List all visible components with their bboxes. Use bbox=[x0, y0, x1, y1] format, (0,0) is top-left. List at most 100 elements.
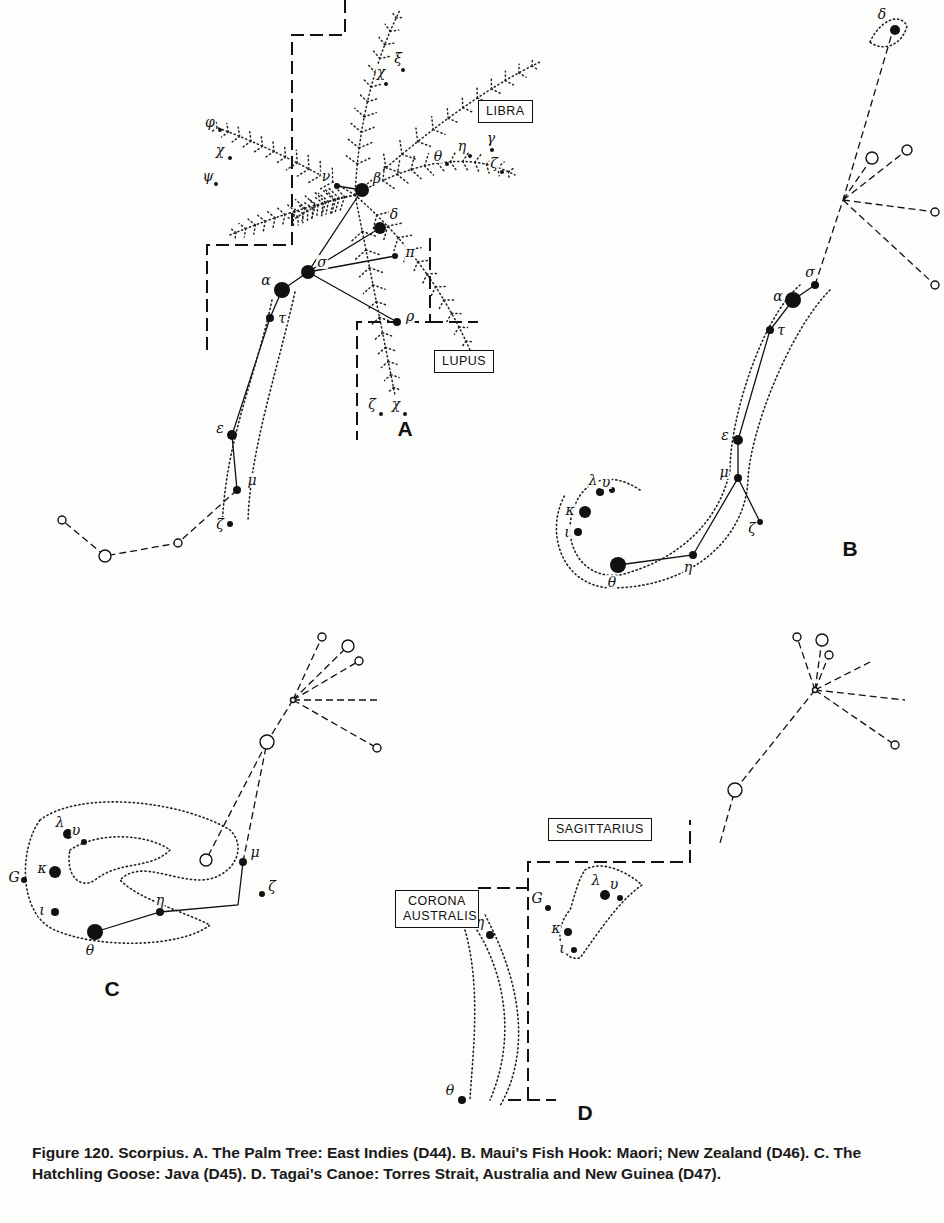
frond-leaf bbox=[351, 231, 376, 241]
star-dot bbox=[600, 890, 610, 900]
star-dot bbox=[785, 292, 801, 308]
star-dot bbox=[579, 506, 591, 518]
star-label: δ bbox=[877, 7, 887, 21]
frond-rib bbox=[290, 195, 355, 222]
frond-leaf bbox=[363, 79, 382, 87]
star-dot bbox=[689, 551, 697, 559]
panel-letter: B bbox=[841, 538, 858, 559]
star-label: σ bbox=[804, 265, 816, 279]
star-dot bbox=[227, 430, 237, 440]
star-label: χ bbox=[376, 65, 386, 79]
frond-leaf bbox=[519, 64, 526, 77]
star-dot bbox=[374, 222, 386, 234]
frond-leaf bbox=[411, 156, 421, 178]
panel-letter: D bbox=[576, 1102, 593, 1123]
frond-rib bbox=[355, 195, 395, 395]
star-label: ε bbox=[720, 428, 730, 442]
chart-stroke bbox=[232, 186, 397, 490]
chart-stroke bbox=[815, 30, 935, 285]
constellation-name: SAGITTARIUS bbox=[556, 822, 644, 837]
star-label: η bbox=[457, 139, 467, 153]
star-label: υ bbox=[71, 823, 82, 837]
star-dot bbox=[301, 265, 315, 279]
star-label: π bbox=[404, 245, 415, 259]
star-label: θ bbox=[433, 149, 443, 163]
figure-caption: Figure 120. Scorpius. A. The Palm Tree: … bbox=[32, 1142, 917, 1185]
frond-leaf bbox=[532, 58, 539, 70]
star-label: μ bbox=[718, 465, 729, 479]
chart-stroke bbox=[870, 19, 907, 47]
frond-leaf bbox=[397, 160, 408, 183]
star-label: ι bbox=[38, 903, 46, 917]
frond-rib bbox=[210, 125, 355, 195]
star-dot bbox=[21, 25, 900, 1104]
star-label: υ bbox=[609, 877, 620, 891]
frond-leaf bbox=[378, 347, 395, 354]
star-label: ε bbox=[215, 421, 225, 435]
chart-stroke bbox=[556, 290, 830, 588]
star-dot bbox=[766, 326, 774, 334]
frond-leaf bbox=[508, 167, 514, 179]
star-dot bbox=[49, 866, 61, 878]
frond-leaf bbox=[359, 93, 379, 101]
star-label: λ bbox=[591, 873, 602, 887]
star-dot bbox=[87, 924, 103, 940]
frond-leaf bbox=[462, 341, 474, 347]
chart-stroke bbox=[357, 238, 478, 440]
frond-leaf bbox=[222, 123, 229, 137]
frond-leaf bbox=[383, 166, 395, 189]
frond-leaf bbox=[413, 260, 430, 273]
star-dot bbox=[218, 128, 222, 132]
frond-leaf bbox=[463, 152, 469, 170]
frond-leaf bbox=[491, 79, 500, 94]
star-label: τ bbox=[776, 323, 786, 337]
star-dot bbox=[393, 318, 401, 326]
chart-stroke bbox=[318, 633, 326, 641]
chart-stroke bbox=[95, 862, 243, 932]
frond-leaf bbox=[439, 300, 454, 309]
chart-stroke bbox=[62, 490, 237, 556]
star-label: μ bbox=[246, 473, 257, 487]
star-label: χ bbox=[391, 397, 401, 411]
frond-leaf bbox=[381, 361, 397, 367]
star-label: ι bbox=[563, 525, 571, 539]
star-label: ζ bbox=[367, 397, 377, 411]
chart-stroke bbox=[342, 640, 354, 652]
frond-leaf bbox=[422, 273, 438, 284]
chart-stroke bbox=[931, 281, 939, 289]
star-dot bbox=[811, 281, 819, 289]
frond-leaf bbox=[385, 375, 399, 381]
star-dot bbox=[227, 521, 233, 527]
chart-stroke bbox=[465, 915, 519, 1106]
chart-stroke bbox=[58, 516, 66, 524]
chart-stroke bbox=[200, 854, 212, 866]
star-dot bbox=[259, 891, 265, 897]
frond-leaf bbox=[505, 71, 513, 85]
star-label: φ bbox=[204, 115, 216, 129]
star-label: ι bbox=[558, 941, 566, 955]
star-label: α bbox=[260, 273, 271, 287]
chart-stroke bbox=[25, 802, 238, 943]
constellation-name: CORONA AUSTRALIS bbox=[403, 894, 471, 924]
frond-rib bbox=[355, 195, 470, 350]
dashed-asterism bbox=[62, 30, 935, 862]
frond-leaf bbox=[416, 128, 430, 146]
star-label: ζ bbox=[747, 521, 757, 535]
frond-leaf bbox=[400, 140, 416, 159]
star-dot bbox=[733, 435, 743, 445]
star-dot bbox=[445, 162, 449, 166]
frond-leaf bbox=[308, 161, 320, 182]
frond-leaf bbox=[297, 156, 309, 177]
star-dot bbox=[214, 182, 218, 186]
star-dot bbox=[384, 82, 388, 86]
chart-stroke bbox=[560, 866, 642, 958]
star-lines bbox=[95, 186, 815, 932]
star-label: θ bbox=[445, 1083, 455, 1097]
star-label: η bbox=[155, 893, 165, 907]
constellation-box: LIBRA bbox=[478, 100, 533, 123]
frond-leaf bbox=[275, 145, 285, 164]
dotted-figure-outline bbox=[25, 19, 907, 1106]
frond-leaf bbox=[379, 37, 394, 44]
